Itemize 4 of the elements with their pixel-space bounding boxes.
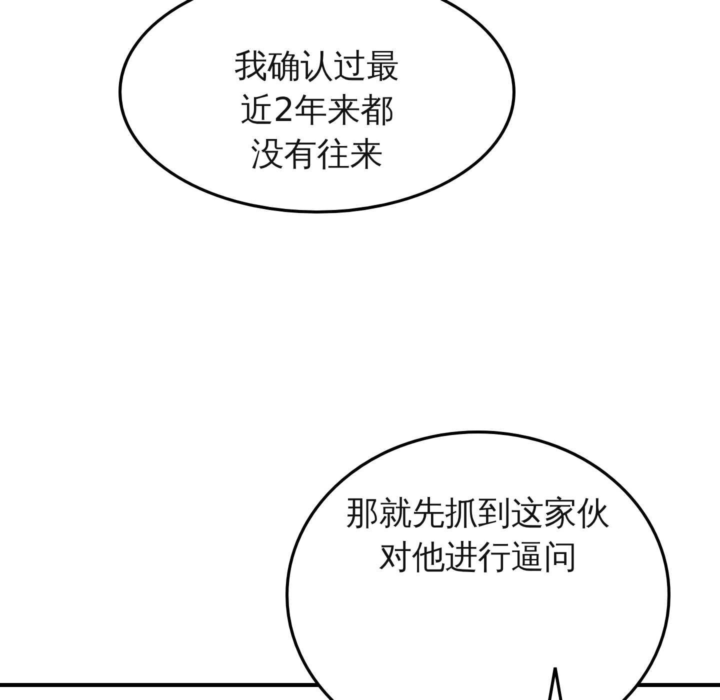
speech-bubble bbox=[118, 0, 516, 214]
speech-text: 我确认过最近2年来都没有往来 bbox=[234, 45, 400, 175]
speech-text: 那就先抓到这家伙对他进行逼问 bbox=[345, 492, 611, 578]
speech-bubble bbox=[285, 430, 671, 700]
